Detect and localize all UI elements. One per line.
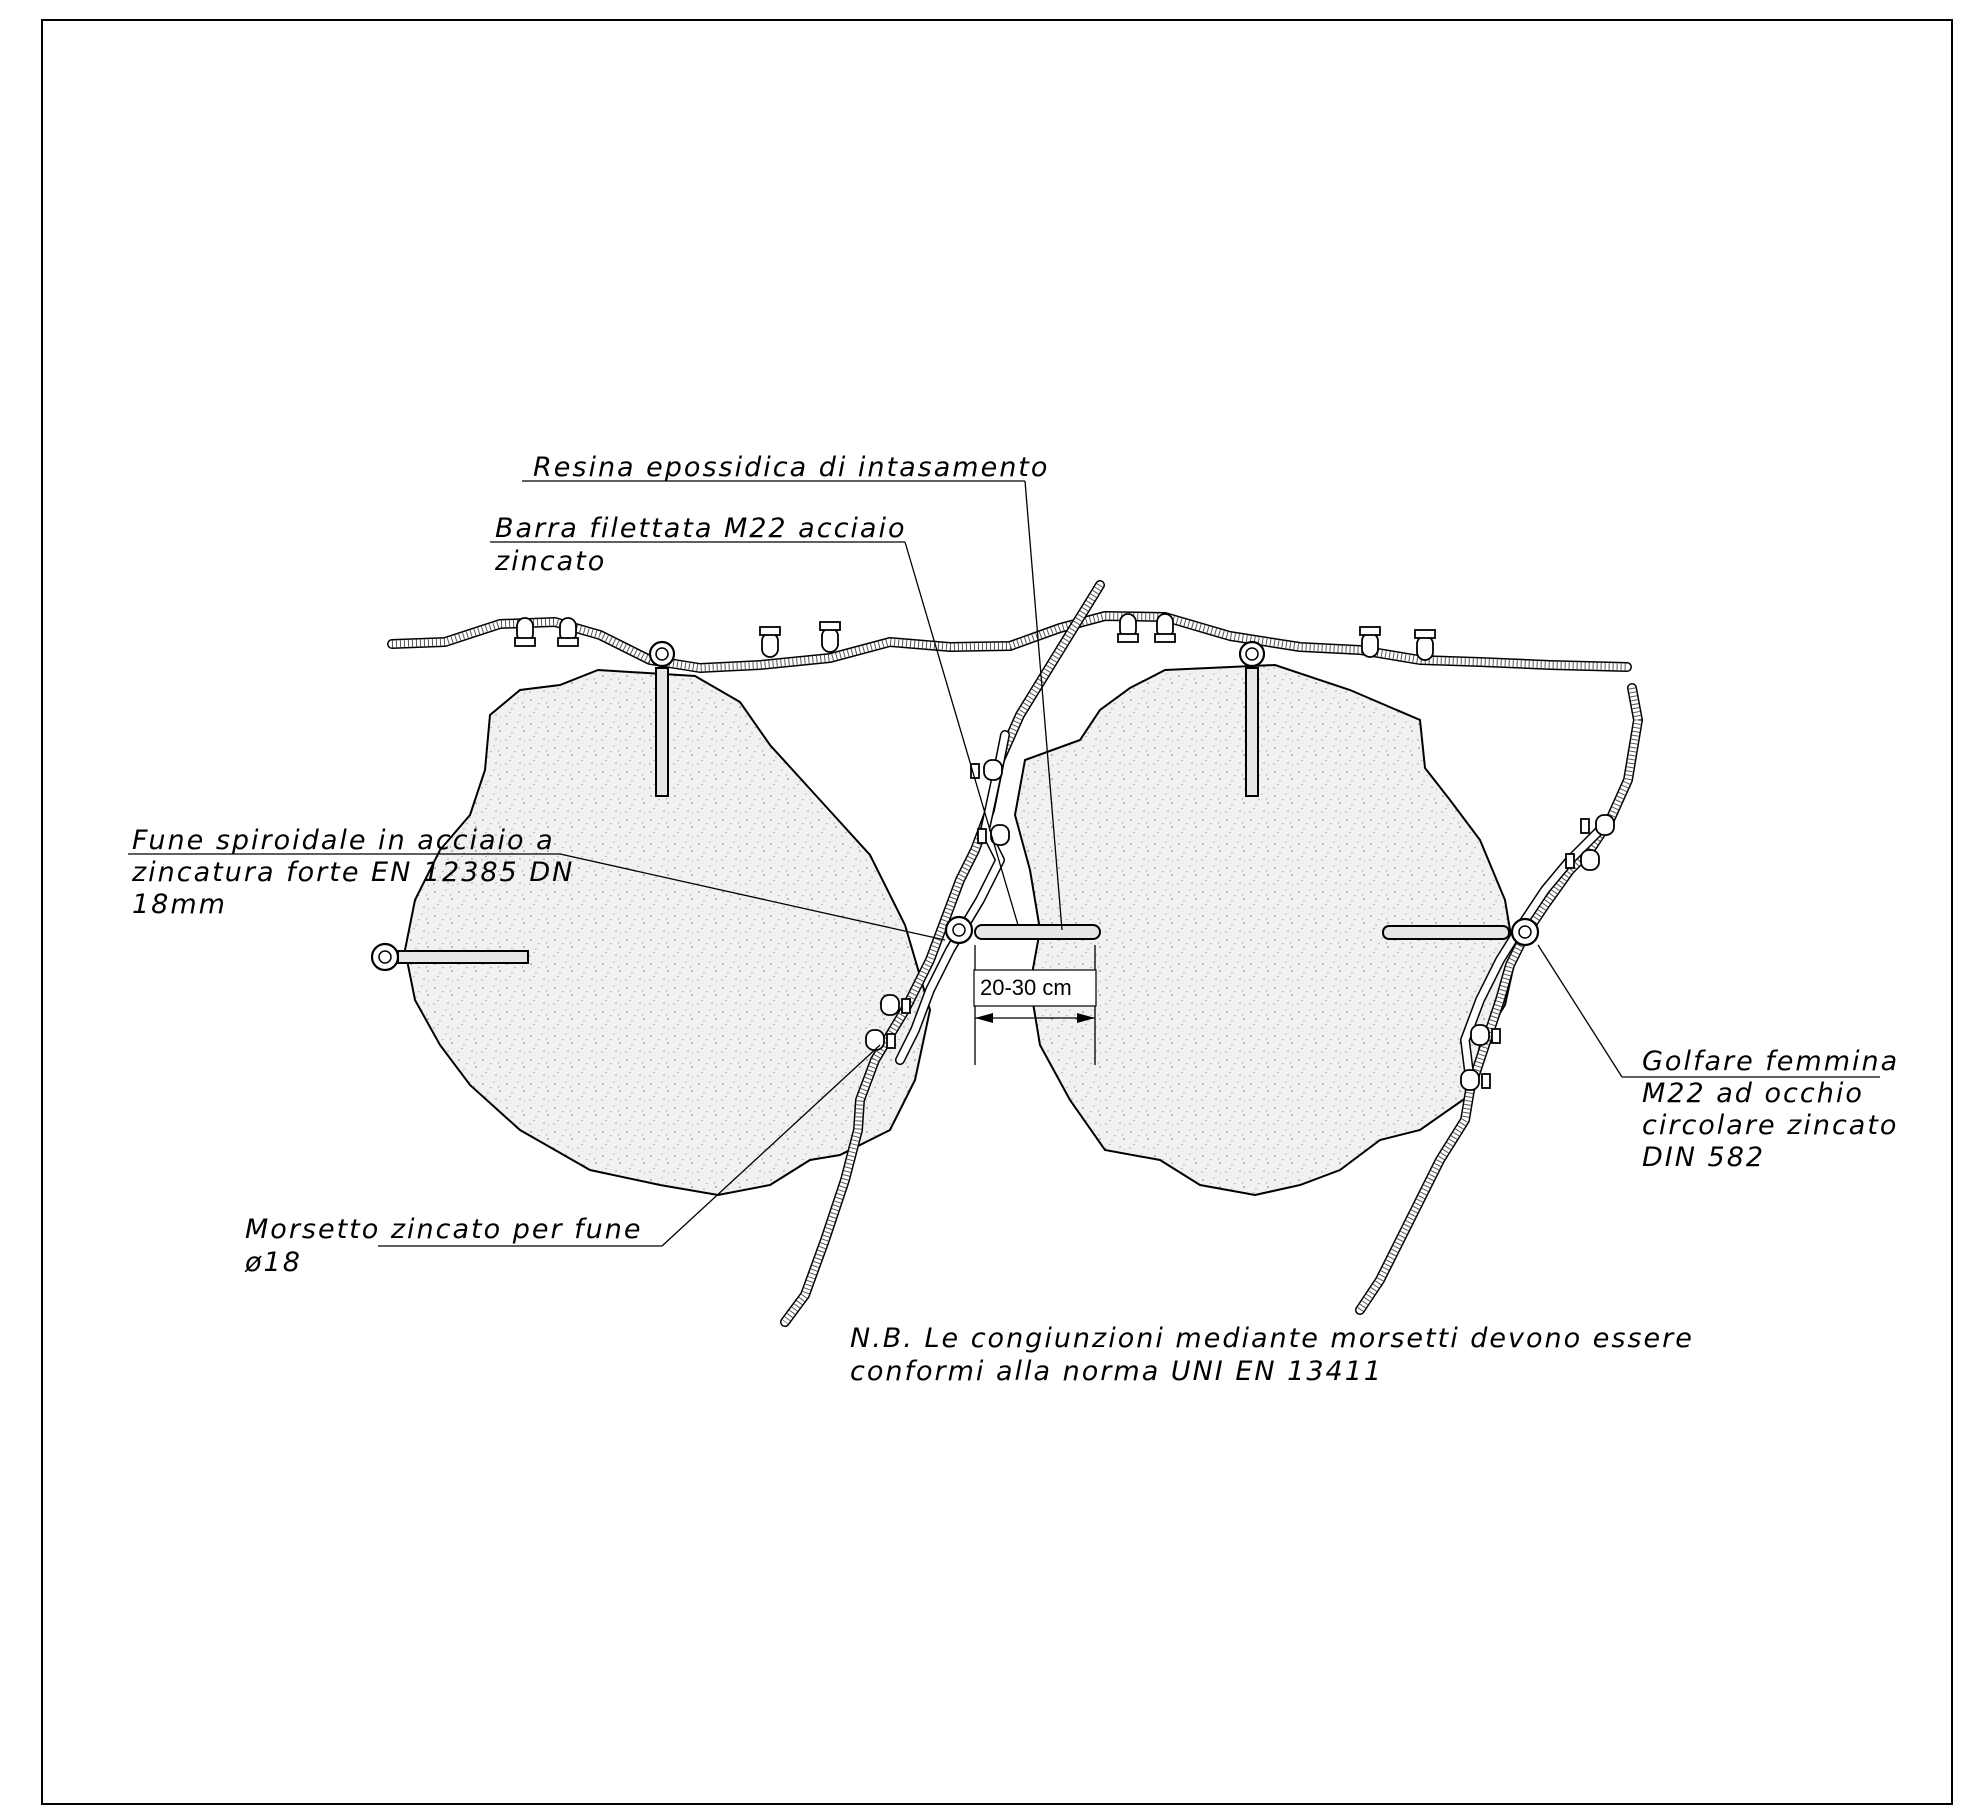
bar-left-side: [370, 942, 529, 972]
sheet-frame: [41, 19, 1953, 1805]
label-golfare-line2: M22 ad occhio: [1642, 1078, 1864, 1109]
label-fune-line2: zincatura forte EN 12385 DN: [131, 857, 574, 888]
label-golfare-line3: circolare zincato: [1642, 1110, 1898, 1141]
leader-golfare: Golfare femmina M22 ad occhio circolare …: [1537, 944, 1899, 1173]
label-golfare-line1: Golfare femmina: [1642, 1046, 1899, 1077]
leader-fune: Fune spiroidale in acciaio a zincatura f…: [128, 825, 946, 941]
boulder-right: [1013, 663, 1517, 1197]
label-morsetto-line1: Morsetto zincato per fune: [245, 1214, 643, 1245]
label-golfare-line4: DIN 582: [1642, 1142, 1765, 1173]
bar-right-middle: [944, 915, 1101, 945]
left-diagonal-rope: [780, 580, 1105, 1327]
top-rope: [387, 611, 1632, 673]
boulder-left: [403, 668, 932, 1197]
leader-morsetto: Morsetto zincato per fune ø18: [244, 1044, 881, 1278]
bar-right-top: [1238, 640, 1266, 797]
leader-resina: Resina epossidica di intasamento: [522, 452, 1063, 931]
note-line2: conformi alla norma UNI EN 13411: [850, 1356, 1383, 1387]
label-fune-line3: 18mm: [132, 889, 227, 920]
leader-barra: Barra filettata M22 acciaio zincato: [490, 513, 1019, 926]
label-resina: Resina epossidica di intasamento: [533, 452, 1049, 483]
note-line1: N.B. Le congiunzioni mediante morsetti d…: [850, 1323, 1694, 1354]
label-barra-line2: zincato: [494, 546, 606, 577]
spacing-dimension-label: 20-30 cm: [980, 975, 1072, 1000]
bar-left-top: [648, 640, 676, 797]
rope-clamps: [514, 613, 1615, 1091]
note: N.B. Le congiunzioni mediante morsetti d…: [850, 1323, 1694, 1387]
spacing-dimension: 20-30 cm: [973, 945, 1097, 1065]
label-fune-line1: Fune spiroidale in acciaio a: [132, 825, 555, 856]
bar-right-side: [1382, 917, 1540, 947]
label-morsetto-line2: ø18: [244, 1247, 302, 1278]
label-barra-line1: Barra filettata M22 acciaio: [495, 513, 907, 544]
